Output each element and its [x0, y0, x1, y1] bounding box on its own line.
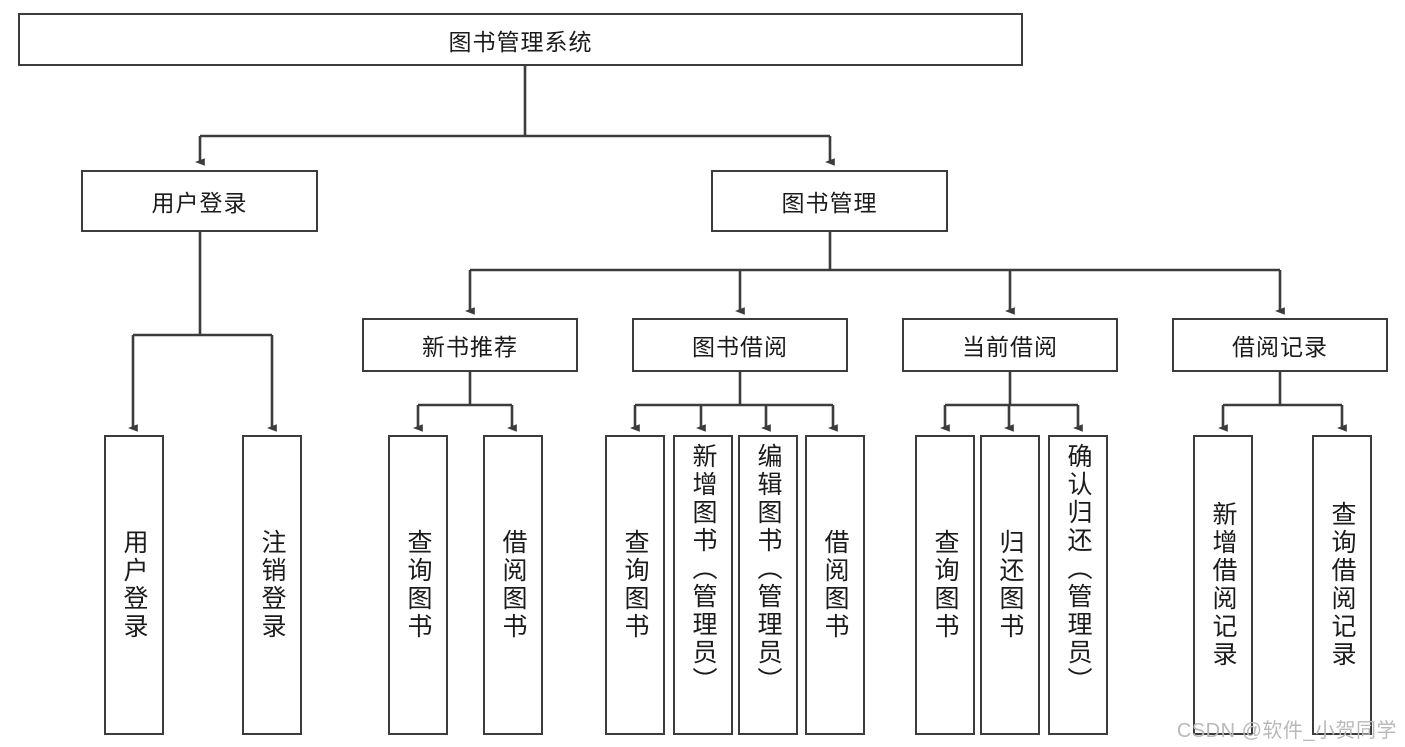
leaf-user-login-login[interactable]: 用户登录	[104, 435, 164, 735]
node-user-login[interactable]: 用户登录	[81, 170, 318, 232]
leaf-current-confirm-return-admin[interactable]: 确认归还（管理员）	[1048, 435, 1108, 735]
leaf-borrow-add-book-admin[interactable]: 新增图书（管理员）	[673, 435, 733, 735]
leaf-current-return-book[interactable]: 归还图书	[980, 435, 1040, 735]
node-current-borrow[interactable]: 当前借阅	[902, 318, 1118, 372]
leaf-record-add-record[interactable]: 新增借阅记录	[1193, 435, 1253, 735]
leaf-record-query-record[interactable]: 查询借阅记录	[1312, 435, 1372, 735]
node-borrow-record[interactable]: 借阅记录	[1172, 318, 1388, 372]
leaf-current-query-book[interactable]: 查询图书	[915, 435, 975, 735]
node-new-book-recommend[interactable]: 新书推荐	[362, 318, 578, 372]
watermark-text: CSDN @软件_小贺同学	[1176, 720, 1397, 742]
node-book-management[interactable]: 图书管理	[711, 170, 948, 232]
leaf-recommend-borrow-book[interactable]: 借阅图书	[483, 435, 543, 735]
leaf-borrow-borrow-book[interactable]: 借阅图书	[805, 435, 865, 735]
leaf-recommend-query-book[interactable]: 查询图书	[388, 435, 448, 735]
node-root[interactable]: 图书管理系统	[18, 13, 1023, 66]
leaf-user-login-logout[interactable]: 注销登录	[242, 435, 302, 735]
leaf-borrow-query-book[interactable]: 查询图书	[605, 435, 665, 735]
leaf-borrow-edit-book-admin[interactable]: 编辑图书（管理员）	[738, 435, 798, 735]
node-book-borrow[interactable]: 图书借阅	[632, 318, 848, 372]
